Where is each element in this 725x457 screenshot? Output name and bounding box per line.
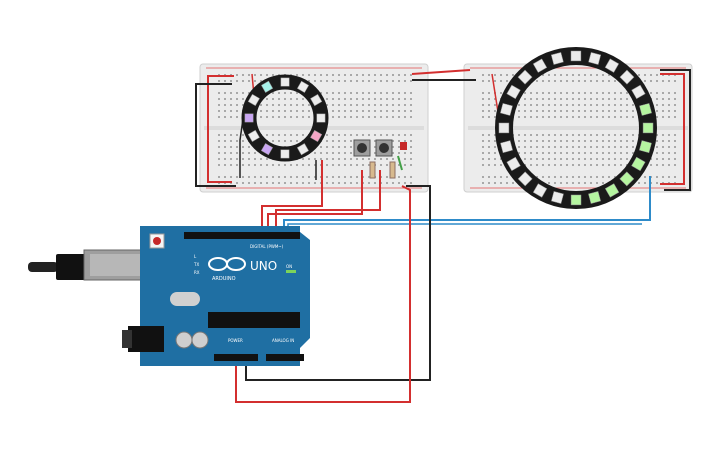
usb-plug <box>56 254 86 280</box>
uno-label: UNO <box>250 259 277 273</box>
resistor-2 <box>389 161 396 179</box>
power-label: POWER <box>228 338 243 343</box>
dc-jack <box>128 326 164 352</box>
rx-label: RX <box>194 270 200 275</box>
led-pixel <box>316 113 326 123</box>
led-pixel <box>639 103 652 116</box>
led-pixel <box>280 149 290 159</box>
tx-label: TX <box>193 262 199 267</box>
on-label: ON <box>286 264 292 269</box>
atmega-chip <box>208 312 300 328</box>
led-pixel <box>619 171 635 187</box>
led-pixel <box>500 140 513 154</box>
power-header <box>214 354 258 361</box>
led-pixel <box>604 58 620 73</box>
led-pixel <box>260 143 273 156</box>
wire-black-left-rail <box>195 83 236 187</box>
led-pixel <box>261 80 274 93</box>
led-pixel <box>247 93 260 106</box>
wire-red-button2 <box>275 170 381 234</box>
led-pixel <box>310 130 323 143</box>
diode-red <box>400 142 407 150</box>
led-pixel <box>642 122 654 134</box>
digital-label: DIGITAL (PWM~) <box>250 244 284 249</box>
led-pixel <box>631 84 646 100</box>
led-pixel <box>506 84 521 100</box>
led-pixel <box>639 140 652 154</box>
neopixel-ring-12 <box>241 74 329 162</box>
wire-red-large-ring <box>491 73 499 113</box>
led-pixel <box>244 113 254 123</box>
arduino-logo <box>208 257 246 271</box>
wire-red-5v-loop <box>235 185 411 403</box>
pushbutton-1[interactable] <box>353 139 371 157</box>
led-pixel <box>550 52 564 65</box>
wire-black-right-rail <box>660 69 691 191</box>
neopixel-ring-24 <box>495 47 657 209</box>
led-pixel <box>500 103 513 116</box>
led-pixel <box>506 156 521 172</box>
wire-black-gnd-loop <box>245 185 431 381</box>
led-pixel <box>570 194 582 206</box>
led-pixel <box>570 50 582 62</box>
led-pixel <box>619 69 635 85</box>
analog-header <box>266 354 304 361</box>
arduino-uno-board: UNO ARDUINO DIGITAL (PWM~) POWER ANALOG … <box>28 226 310 366</box>
led-pixel <box>498 122 510 134</box>
wires <box>195 69 691 403</box>
resistor-1 <box>369 161 376 179</box>
led-pixel <box>532 183 548 198</box>
led-pixel <box>296 143 309 156</box>
led-pixel <box>588 52 602 65</box>
led-pixel <box>604 183 620 198</box>
led-pixel <box>310 94 323 107</box>
l-label: L <box>194 254 197 259</box>
led-pixel <box>532 58 548 73</box>
pushbutton-group <box>353 139 407 179</box>
wire-red-right-rail <box>660 73 685 185</box>
led-pixel <box>517 171 533 187</box>
wire-red-left-rail <box>207 75 234 183</box>
led-pixel <box>517 69 533 85</box>
led-pixel <box>631 156 646 172</box>
wire-red-button1 <box>267 170 363 234</box>
wire-blue-2 <box>287 223 642 234</box>
led-pixel <box>588 191 601 204</box>
usb-cable <box>28 262 58 272</box>
pushbutton-2[interactable] <box>375 139 393 157</box>
led-pixel <box>280 77 290 87</box>
digital-header <box>184 232 300 239</box>
led-pixel <box>247 129 260 142</box>
analog-label: ANALOG IN <box>272 338 294 343</box>
led-pixel <box>297 80 310 93</box>
wire-red-board-link <box>411 69 471 75</box>
arduino-brand-label: ARDUINO <box>212 276 236 282</box>
led-pixel <box>551 191 564 204</box>
wire-red-ring-to-pin <box>261 160 323 234</box>
